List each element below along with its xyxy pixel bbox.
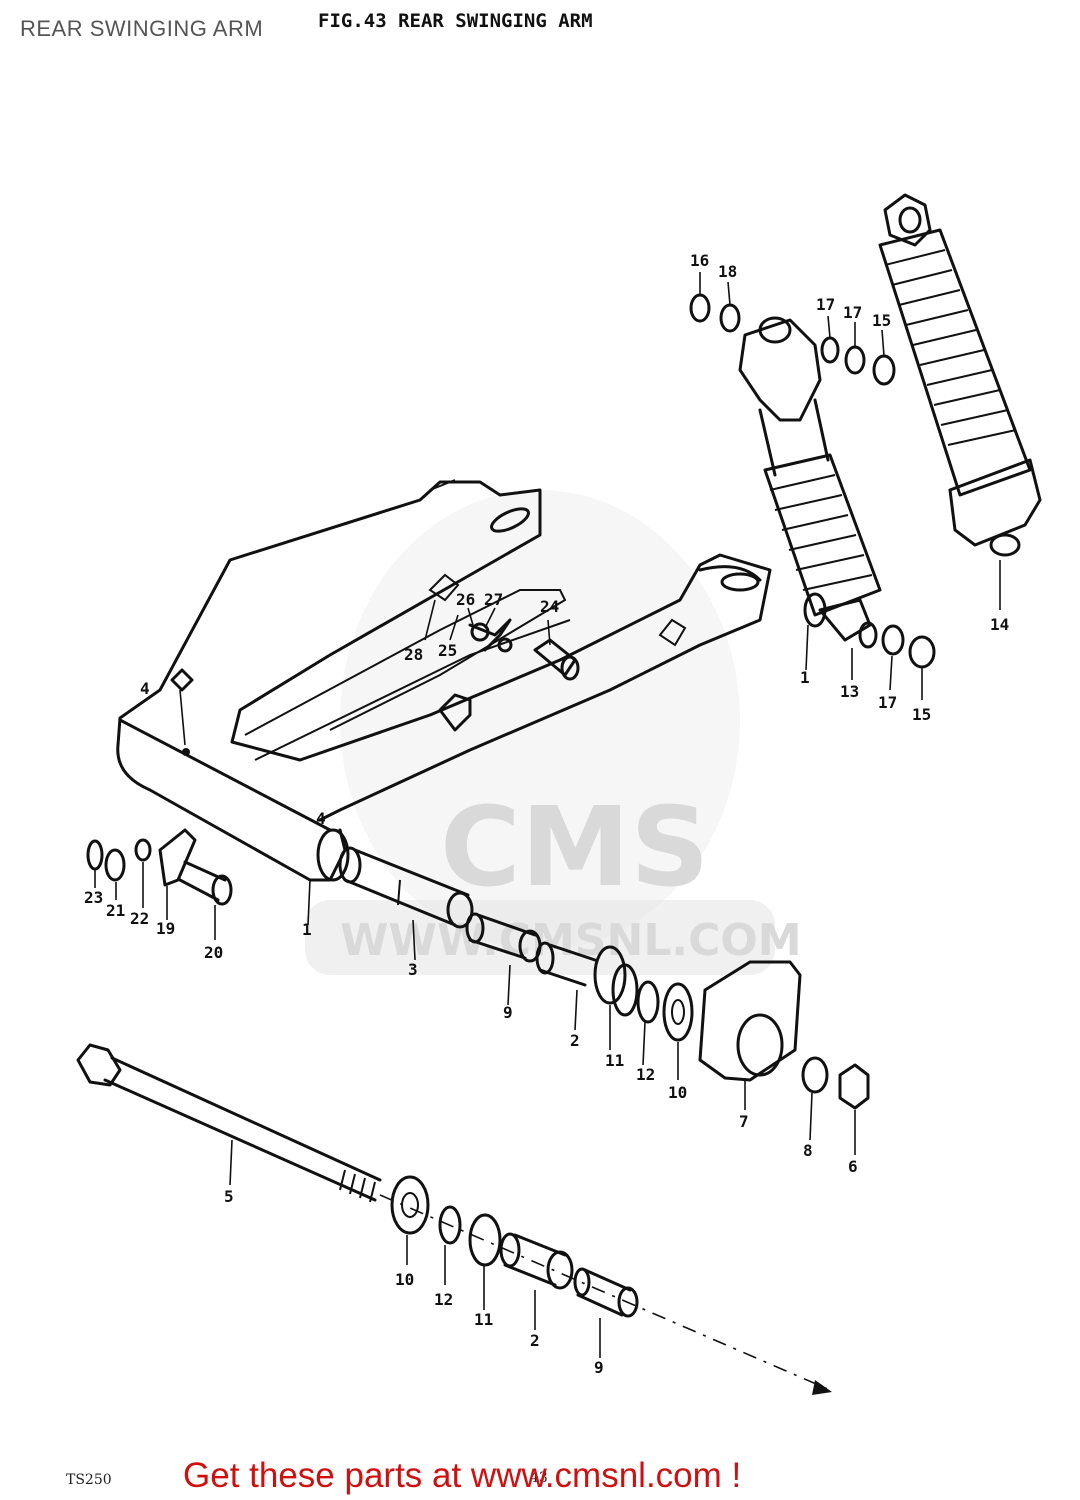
callout-21: 21 xyxy=(106,901,125,920)
callout-12: 12 xyxy=(636,1065,655,1084)
page-number: 43 xyxy=(530,1470,548,1486)
page-title: REAR SWINGING ARM xyxy=(20,16,264,41)
callout-1: 1 xyxy=(302,920,312,939)
callout-22: 22 xyxy=(130,909,149,928)
lower-spacer-set xyxy=(390,1175,639,1318)
callout-28: 28 xyxy=(404,645,423,664)
rear-shock-absorber-right xyxy=(878,193,1042,557)
callout-16: 16 xyxy=(690,251,709,270)
callout-10: 10 xyxy=(668,1083,687,1102)
callout-6: 6 xyxy=(848,1157,858,1176)
model-label: TS250 xyxy=(66,1472,112,1488)
callout-4: 4 xyxy=(140,679,150,698)
callout-2: 2 xyxy=(570,1031,580,1050)
rear-shock-absorber-left xyxy=(738,316,882,642)
callout-13: 13 xyxy=(840,682,859,701)
callout-11: 11 xyxy=(474,1310,493,1329)
callout-10: 10 xyxy=(395,1270,414,1289)
callout-17: 17 xyxy=(816,295,835,314)
shock-mount-hardware xyxy=(689,293,936,669)
callout-7: 7 xyxy=(739,1112,749,1131)
callout-3: 3 xyxy=(408,960,418,979)
swinging-arm xyxy=(116,479,772,882)
pivot-collar xyxy=(698,960,870,1110)
callout-12: 12 xyxy=(434,1290,453,1309)
callout-25: 25 xyxy=(438,641,457,660)
callout-18: 18 xyxy=(718,262,737,281)
watermark-brand: CMS xyxy=(440,783,709,911)
callout-8: 8 xyxy=(803,1141,813,1160)
callout-17: 17 xyxy=(843,303,862,322)
chain-guide-bolt xyxy=(170,618,580,756)
callout-labels: 16 18 17 17 15 14 1 13 17 15 24 26 27 28… xyxy=(84,251,1009,1377)
callout-17: 17 xyxy=(878,693,897,712)
callout-26: 26 xyxy=(456,590,475,609)
pivot-bolt xyxy=(76,1043,831,1391)
callout-5: 5 xyxy=(224,1187,234,1206)
callout-11: 11 xyxy=(605,1051,624,1070)
promo-link[interactable]: Get these parts at www.cmsnl.com ! xyxy=(183,1456,742,1495)
callout-14: 14 xyxy=(990,615,1009,634)
callout-15: 15 xyxy=(912,705,931,724)
pivot-end-hardware xyxy=(86,828,233,906)
callout-2: 2 xyxy=(530,1331,540,1350)
figure-title: FIG.43 REAR SWINGING ARM xyxy=(318,10,593,32)
pivot-bushing-set xyxy=(338,846,694,1042)
callout-leaders xyxy=(94,272,1001,1358)
callout-9: 9 xyxy=(503,1003,513,1022)
callout-27: 27 xyxy=(484,590,503,609)
callout-9: 9 xyxy=(594,1358,604,1377)
cms-watermark: CMS WWW.CMSNL.COM xyxy=(305,490,802,975)
callout-23: 23 xyxy=(84,888,103,907)
callout-1: 1 xyxy=(800,668,810,687)
callout-15: 15 xyxy=(872,311,891,330)
callout-24: 24 xyxy=(540,597,559,616)
direction-arrow-icon xyxy=(812,1380,832,1395)
watermark-url: WWW.CMSNL.COM xyxy=(340,915,802,966)
callout-20: 20 xyxy=(204,943,223,962)
callout-4: 4 xyxy=(316,809,326,828)
callout-19: 19 xyxy=(156,919,175,938)
